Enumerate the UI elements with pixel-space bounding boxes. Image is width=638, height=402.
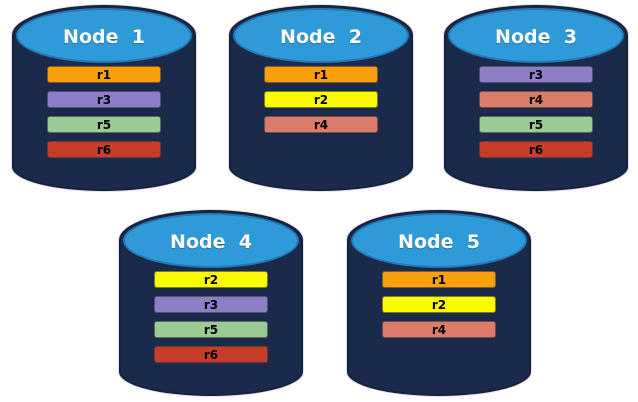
replica-bar: r4 [264, 116, 378, 133]
replica-list: r1 r3 r5 r6 [12, 66, 196, 158]
replica-list: r1 r2 r4 [229, 66, 413, 133]
replica-bar: r1 [264, 66, 378, 83]
node-title: Node 3 [495, 25, 577, 48]
cylinder-top: Node 4 [123, 213, 299, 268]
replica-bar: r2 [154, 271, 268, 288]
node-1-cylinder: Node 1 r1 r3 r5 r6 [12, 5, 196, 191]
replica-bar: r1 [47, 66, 161, 83]
replica-bar: r4 [479, 91, 593, 108]
replica-bar: r5 [154, 321, 268, 338]
replica-bar: r6 [154, 346, 268, 363]
replica-bar: r3 [47, 91, 161, 108]
node-2-cylinder: Node 2 r1 r2 r4 [229, 5, 413, 191]
replica-bar: r5 [47, 116, 161, 133]
replica-bar: r5 [479, 116, 593, 133]
replica-list: r2 r3 r5 r6 [119, 271, 303, 363]
node-5-cylinder: Node 5 r1 r2 r4 [347, 210, 531, 396]
replica-bar: r3 [154, 296, 268, 313]
cylinder-top: Node 2 [233, 8, 409, 63]
replica-bar: r6 [47, 141, 161, 158]
cylinder-top: Node 3 [448, 8, 624, 63]
replica-bar: r6 [479, 141, 593, 158]
replica-bar: r1 [382, 271, 496, 288]
node-title: Node 5 [398, 230, 480, 253]
node-title: Node 1 [63, 25, 145, 48]
node-title: Node 4 [170, 230, 252, 253]
node-4-cylinder: Node 4 r2 r3 r5 r6 [119, 210, 303, 396]
node-title: Node 2 [280, 25, 362, 48]
replica-list: r1 r2 r4 [347, 271, 531, 338]
node-3-cylinder: Node 3 r3 r4 r5 r6 [444, 5, 628, 191]
replica-bar: r2 [382, 296, 496, 313]
cylinder-top: Node 1 [16, 8, 192, 63]
replica-bar: r3 [479, 66, 593, 83]
replica-bar: r4 [382, 321, 496, 338]
replica-list: r3 r4 r5 r6 [444, 66, 628, 158]
replica-bar: r2 [264, 91, 378, 108]
cylinder-top: Node 5 [351, 213, 527, 268]
